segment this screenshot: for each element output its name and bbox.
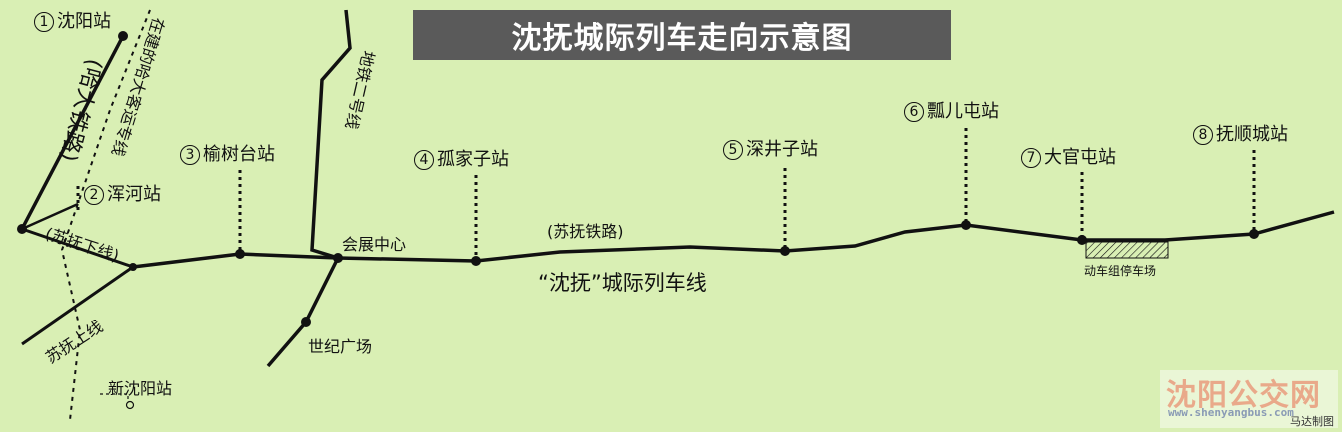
station-7-name: 大官屯站 [1044, 147, 1116, 168]
map-title-box: 沈抚城际列车走向示意图 [413, 10, 951, 60]
hada-railway-line [20, 35, 125, 230]
node-convention [333, 253, 343, 263]
depot-hatched-box [1085, 241, 1169, 259]
node-shenyang [118, 31, 128, 41]
new-shenyang-label: 新沈阳站 [108, 379, 173, 398]
station-7-number: 7 [1021, 148, 1041, 168]
watermark-url: www.shenyangbus.com [1168, 406, 1294, 419]
station-2-number: 2 [84, 185, 104, 205]
intercity-line-label: “沈抚”城际列车线 [538, 271, 707, 295]
station-4-name: 孤家子站 [437, 149, 509, 170]
node-shenjingzi [780, 246, 790, 256]
watermark: 沈阳公交网 www.shenyangbus.com 马达制图 [1160, 370, 1338, 428]
node-piaoertun [961, 220, 971, 230]
station-5-number: 5 [723, 140, 743, 160]
station-8-number: 8 [1193, 125, 1213, 145]
convention-center-label: 会展中心 [342, 235, 407, 254]
station-5-name: 深井子站 [746, 139, 818, 160]
map-title: 沈抚城际列车走向示意图 [511, 21, 853, 56]
subway-line [266, 9, 352, 368]
station-3-number: 3 [180, 145, 200, 165]
station-6-name: 瓢儿屯站 [927, 101, 999, 122]
station-8-name: 抚顺城站 [1216, 124, 1288, 145]
watermark-title: 沈阳公交网 [1166, 378, 1321, 413]
node-century-square [301, 317, 311, 327]
intercity-main-line [132, 210, 1335, 269]
su-fu-railway-label: (苏抚铁路) [547, 222, 624, 241]
station-2-name: 浑河站 [107, 184, 161, 205]
watermark-author: 马达制图 [1290, 415, 1334, 428]
station-1-name: 沈阳站 [57, 11, 111, 32]
station-4-number: 4 [414, 150, 434, 170]
node-yushutai [235, 249, 245, 259]
hunhe-branch-line [21, 202, 79, 231]
node-split [129, 263, 137, 271]
su-fu-up-line [21, 265, 134, 346]
century-square-label: 世纪广场 [308, 337, 373, 356]
station-1-number: 1 [34, 12, 54, 32]
node-junction [17, 224, 27, 234]
depot-label: 动车组停车场 [1084, 264, 1157, 278]
new-shenyang-marker [125, 400, 135, 410]
node-daguantun [1077, 235, 1087, 245]
node-gujiazi [471, 256, 481, 266]
node-fushuncheng [1249, 229, 1259, 239]
station-3-name: 榆树台站 [203, 144, 275, 165]
hada-passenger-dashed-line [60, 9, 151, 421]
station-6-number: 6 [904, 102, 924, 122]
su-fu-down-line [21, 227, 134, 269]
